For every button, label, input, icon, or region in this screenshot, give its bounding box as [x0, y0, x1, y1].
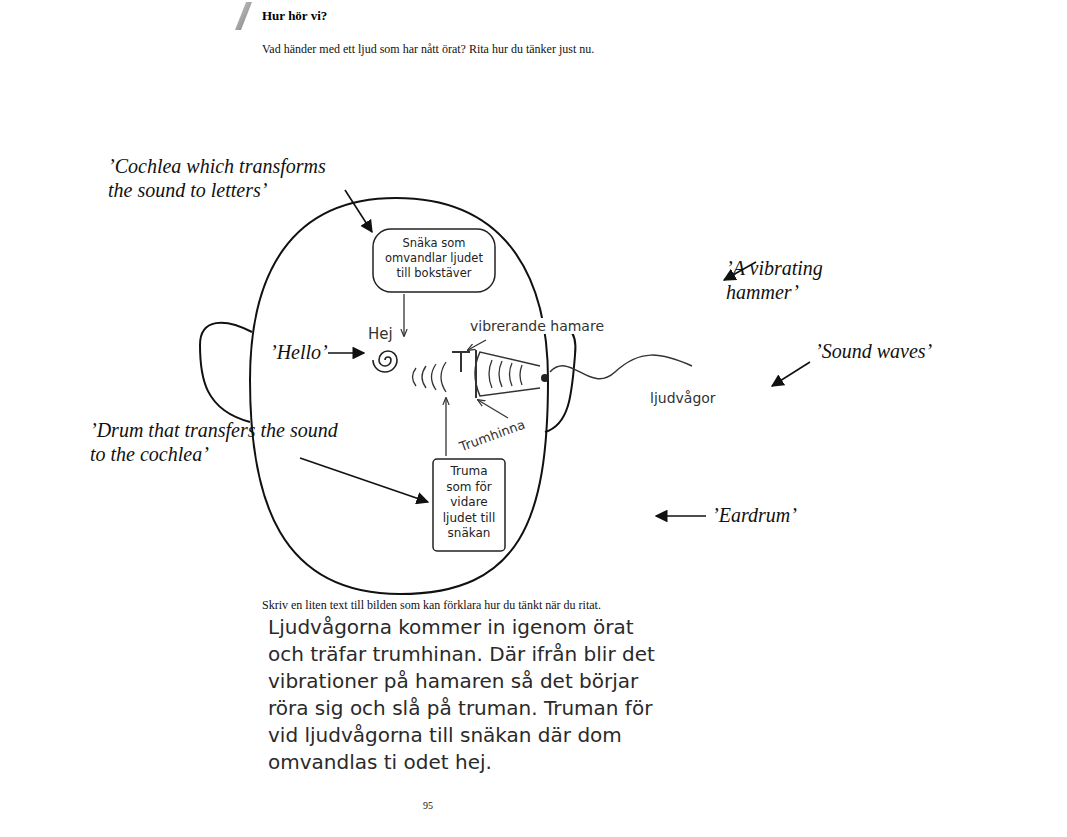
instruction-text: Skriv en liten text till bilden som kan … — [262, 598, 601, 613]
handwritten-label: Hej — [366, 325, 395, 343]
handwritten-label: vibrerande hamare — [468, 318, 606, 334]
node-text: Snäka som omvandlar ljudet till bokstäve… — [380, 236, 488, 281]
head-outline — [250, 198, 548, 594]
header-icon — [235, 2, 252, 30]
left-ear — [200, 323, 252, 422]
ear-canal — [475, 352, 540, 396]
annotation-arrow — [345, 190, 372, 232]
eardrum — [475, 350, 477, 398]
page-title: Hur hör vi? — [262, 8, 327, 24]
annotation-text: ’Drum that transfers the sound to the co… — [90, 418, 340, 466]
page-number: 95 — [423, 800, 433, 811]
handwritten-label: Trumhinna — [456, 416, 529, 455]
handwritten-answer: Ljudvågorna kommer in igenom örat och tr… — [268, 614, 668, 776]
annotation-text: ’Hello’ — [270, 341, 328, 364]
cochlea-spiral — [373, 351, 397, 372]
annotation-text: ’A vibrating hammer’ — [726, 256, 846, 304]
annotation-text: ’Eardrum’ — [712, 504, 797, 527]
hammer — [452, 352, 470, 372]
sound-wave — [550, 355, 692, 379]
annotation-arrow — [328, 352, 364, 354]
question-text: Vad händer med ett ljud som har nått öra… — [262, 42, 594, 57]
sound-arcs — [413, 362, 447, 392]
drum-box: Truma som för vidare ljudet till snäkan — [432, 458, 506, 552]
cochlea-cloud: Snäka som omvandlar ljudet till bokstäve… — [372, 228, 496, 293]
leader-line — [478, 400, 508, 418]
leader-line — [468, 340, 486, 350]
right-ear — [545, 323, 575, 432]
leader-line — [445, 398, 446, 456]
node-text: Truma som för vidare ljudet till snäkan — [438, 464, 500, 542]
annotation-arrow — [656, 515, 706, 517]
canal-waves — [489, 360, 522, 388]
leader-line — [403, 294, 404, 336]
ear-opening — [541, 374, 549, 382]
annotation-text: ’Sound waves’ — [815, 340, 932, 363]
annotation-arrow — [300, 458, 428, 502]
annotation-arrow — [772, 362, 810, 386]
annotation-text: ’Cochlea which transforms the sound to l… — [108, 154, 348, 202]
handwritten-label: ljudvågor — [648, 390, 718, 406]
